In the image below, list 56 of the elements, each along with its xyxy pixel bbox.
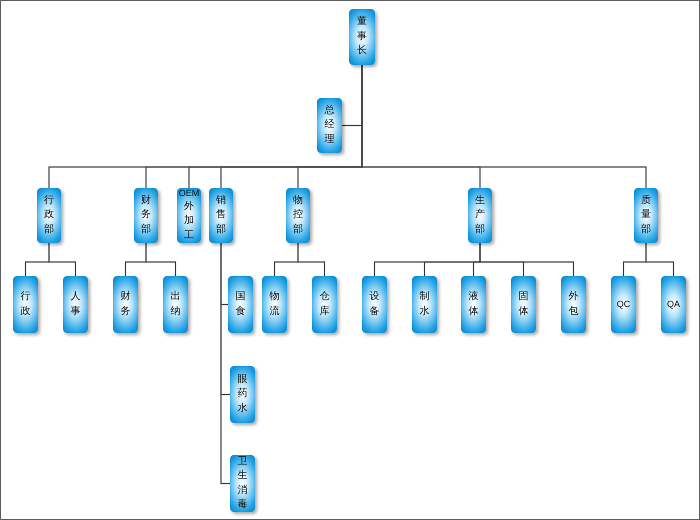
org-unit-box: [286, 188, 310, 243]
org-unit-box: [611, 276, 636, 333]
unit-name: 固体: [518, 290, 528, 318]
unit-name: 国食: [236, 290, 246, 318]
unit-name: 出纳: [170, 290, 180, 318]
org-unit-box: [37, 188, 61, 243]
unit-name: 液体: [468, 290, 478, 318]
org-unit-box: [362, 276, 387, 333]
org-unit-box: [13, 276, 38, 333]
unit-name: QC: [616, 298, 630, 310]
unit-name: 人事: [70, 290, 80, 318]
org-unit-box: [561, 276, 586, 333]
org-unit-box: [134, 188, 158, 243]
unit-name: 行政: [20, 290, 30, 318]
org-unit-box: [163, 276, 188, 333]
org-unit-box: [230, 455, 255, 512]
unit-name: 财务部: [141, 194, 151, 237]
org-unit-box: [661, 276, 686, 333]
org-unit-box: [461, 276, 486, 333]
unit-name: 制水: [420, 290, 430, 318]
unit-name: QA: [666, 298, 680, 310]
connector-line: [220, 243, 230, 484]
org-unit-box: [511, 276, 536, 333]
org-unit-box: [634, 188, 658, 243]
org-unit-box: [262, 276, 287, 333]
unit-name: 物流: [270, 290, 280, 318]
org-unit-box: [113, 276, 138, 333]
unit-name: 董事长: [357, 15, 367, 58]
unit-name: 生产部: [475, 194, 485, 237]
unit-name: 卫生消毒: [238, 454, 248, 512]
connector-line: [361, 65, 647, 188]
unit-name: 质量部: [641, 194, 651, 237]
unit-name: 仓库: [320, 290, 330, 318]
connector-line: [48, 243, 76, 276]
unit-name: OEM外加工: [178, 188, 200, 243]
unit-name: 眼药水: [238, 372, 248, 416]
unit-name: 设备: [370, 290, 380, 318]
org-unit-box: [230, 366, 255, 423]
connector-line: [479, 243, 574, 276]
unit-name: 财务: [120, 290, 130, 318]
connector-line: [297, 243, 326, 276]
org-unit-box: [228, 276, 253, 333]
org-unit-box: [312, 276, 337, 333]
org-unit-box: [468, 188, 492, 243]
connector-line: [145, 243, 176, 276]
org-unit-box: [317, 98, 342, 153]
unit-name: 销售部: [216, 194, 226, 237]
org-unit-box: [349, 9, 375, 65]
unit-name: 总经理: [324, 104, 334, 147]
connector-line: [645, 243, 674, 276]
unit-name: 物控部: [293, 194, 303, 237]
org-unit-box: [209, 188, 233, 243]
unit-name: 外包: [568, 290, 578, 318]
unit-name: 行政部: [44, 194, 54, 237]
org-unit-box: [63, 276, 88, 333]
org-unit-box: [412, 276, 437, 333]
